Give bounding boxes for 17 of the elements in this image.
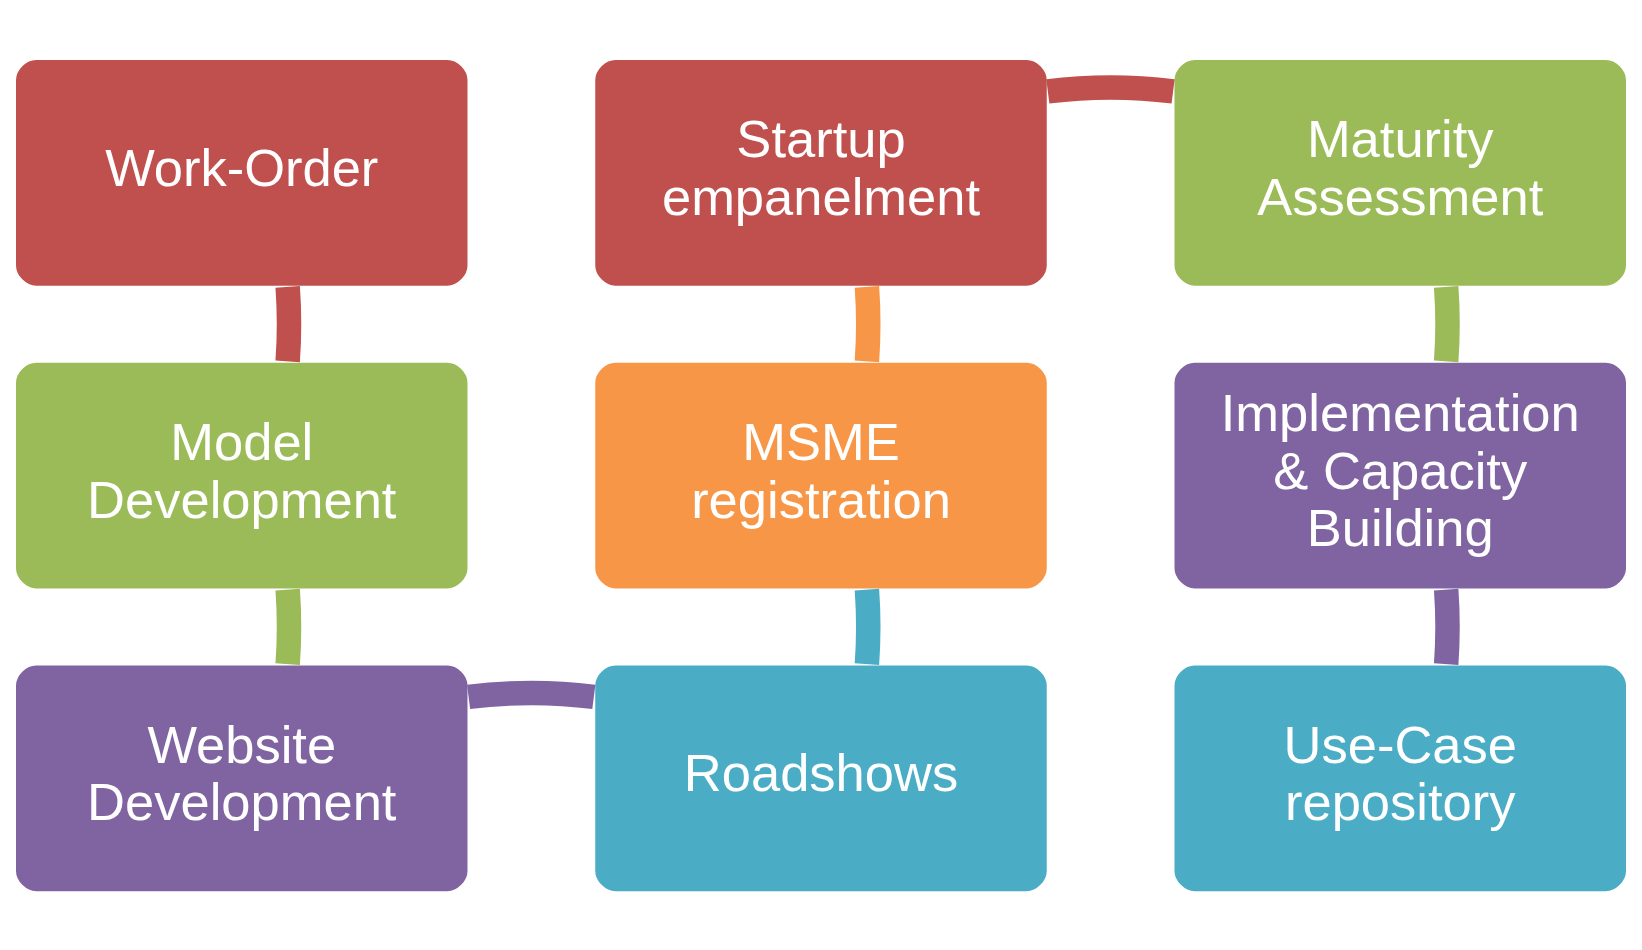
node-box: Model Development [14,360,470,590]
node-box: Startup empanelment [593,57,1049,287]
node-box: Roadshows [593,663,1049,893]
connector [467,680,596,709]
connector [1046,74,1175,104]
connector [1433,285,1460,362]
connector [275,588,302,665]
connector [854,588,881,665]
node-box: MSME registration [593,360,1049,590]
node-box: Use-Case repository [1172,663,1628,893]
connector [1433,588,1460,665]
node-box: Website Development [14,663,470,893]
connector [854,285,881,362]
node-box: Maturity Assessment [1172,57,1628,287]
node-box: Implementation & Capacity Building [1172,360,1628,590]
connector [275,285,302,362]
node-box: Work-Order [14,57,470,287]
